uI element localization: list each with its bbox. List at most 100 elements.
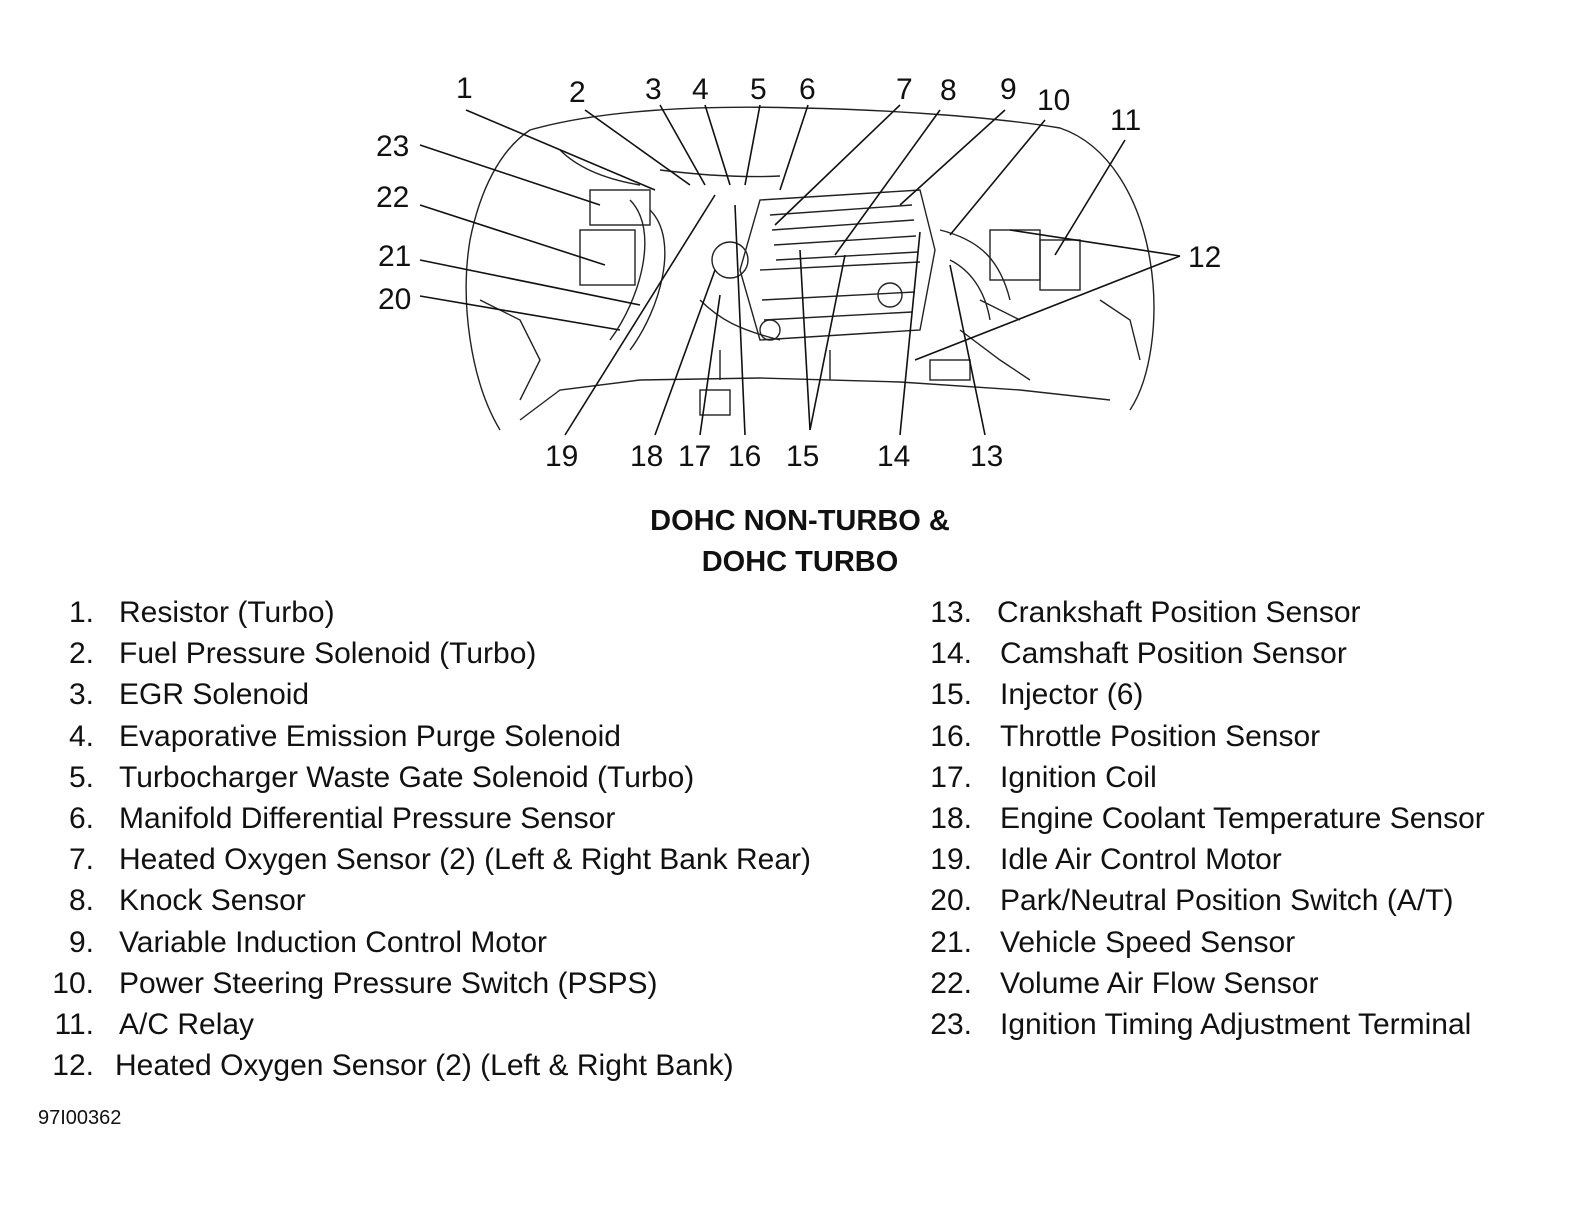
legend-item: 20. Park/Neutral Position Switch (A/T) bbox=[900, 880, 1560, 921]
legend-number: 23. bbox=[930, 1007, 972, 1041]
legend-number: 10. bbox=[52, 966, 94, 1000]
legend-label: Knock Sensor bbox=[119, 884, 306, 918]
legend-item: 15. Injector (6) bbox=[900, 674, 1560, 715]
legend-label: Power Steering Pressure Switch (PSPS) bbox=[119, 966, 658, 1000]
callout-19: 19 bbox=[545, 440, 578, 473]
callout-23: 23 bbox=[376, 130, 409, 163]
figure-id: 97I00362 bbox=[38, 1107, 122, 1129]
callout-2: 2 bbox=[569, 76, 586, 109]
callout-6: 6 bbox=[799, 73, 816, 106]
legend-label: Heated Oxygen Sensor (2) (Left & Right B… bbox=[119, 843, 811, 877]
legend-number: 16. bbox=[930, 719, 972, 753]
legend-number: 12. bbox=[52, 1049, 94, 1083]
diagram-title-line-1: DOHC NON-TURBO & bbox=[650, 505, 950, 537]
legend-item: 19. Idle Air Control Motor bbox=[900, 839, 1560, 880]
legend-number: 19. bbox=[930, 843, 972, 877]
callout-7: 7 bbox=[896, 73, 913, 106]
callout-17: 17 bbox=[678, 440, 711, 473]
legend-number: 7. bbox=[68, 843, 94, 877]
legend-right-column: 13. Crankshaft Position Sensor 14.Camshaf… bbox=[900, 592, 1560, 1045]
legend-number: 3. bbox=[68, 678, 94, 712]
callout-12: 12 bbox=[1188, 241, 1221, 274]
legend-label: Camshaft Position Sensor bbox=[1000, 637, 1347, 671]
legend-item: 22. Volume Air Flow Sensor bbox=[900, 963, 1560, 1004]
legend-label: Turbocharger Waste Gate Solenoid (Turbo) bbox=[119, 760, 695, 794]
legend-label: Heated Oxygen Sensor (2) (Left & Right B… bbox=[115, 1049, 734, 1083]
legend-number: 2. bbox=[68, 637, 94, 671]
legend-label: Fuel Pressure Solenoid (Turbo) bbox=[119, 637, 537, 671]
legend-label: Idle Air Control Motor bbox=[1000, 843, 1282, 877]
callout-15: 15 bbox=[786, 440, 819, 473]
legend-number: 6. bbox=[68, 801, 94, 835]
legend-item: 9. Variable Induction Control Motor bbox=[0, 922, 900, 963]
legend-label: Resistor (Turbo) bbox=[119, 596, 335, 629]
legend-number: 5. bbox=[68, 760, 94, 794]
legend-number: 21. bbox=[930, 925, 972, 959]
legend-item: 17. Ignition Coil bbox=[900, 757, 1560, 798]
legend-item: 5. Turbocharger Waste Gate Solenoid (Turb… bbox=[0, 757, 900, 798]
legend-label: EGR Solenoid bbox=[119, 678, 310, 712]
engine-compartment-diagram: 1 2 3 4 5 6 7 8 9 10 11 12 13 14 15 16 1… bbox=[376, 72, 1221, 473]
legend-label: A/C Relay bbox=[119, 1007, 255, 1041]
diagram-title-line-2: DOHC TURBO bbox=[701, 546, 899, 578]
legend-item: 7. Heated Oxygen Sensor (2) (Left & Right… bbox=[0, 839, 900, 880]
callout-13: 13 bbox=[970, 440, 1003, 473]
callout-3: 3 bbox=[645, 73, 662, 106]
callout-11: 11 bbox=[1110, 104, 1141, 137]
legend-label: Park/Neutral Position Switch (A/T) bbox=[1000, 884, 1454, 918]
legend-item: 14.Camshaft Position Sensor bbox=[900, 633, 1560, 674]
legend-item: 10. Power Steering Pressure Switch (PSPS) bbox=[0, 963, 900, 1004]
callout-9: 9 bbox=[1000, 73, 1017, 106]
legend-label: Throttle Position Sensor bbox=[1000, 719, 1321, 753]
callout-18: 18 bbox=[630, 440, 663, 473]
legend-number: 8. bbox=[68, 884, 94, 918]
callout-numbers: 1 2 3 4 5 6 7 8 9 10 11 12 13 14 15 16 1… bbox=[376, 72, 1221, 473]
legend-item: 4. Evaporative Emission Purge Solenoid bbox=[0, 716, 900, 757]
callout-leader-lines bbox=[419, 104, 1181, 436]
legend-label: Variable Induction Control Motor bbox=[119, 925, 547, 959]
legend-number: 9. bbox=[68, 925, 94, 959]
legend-number: 11. bbox=[54, 1007, 94, 1041]
legend-item: 16. Throttle Position Sensor bbox=[900, 716, 1560, 757]
legend-number: 15. bbox=[930, 678, 972, 712]
callout-21: 21 bbox=[378, 240, 411, 273]
legend-item: 18. Engine Coolant Temperature Sensor bbox=[900, 798, 1560, 839]
engine-drawing bbox=[465, 106, 1155, 431]
callout-5: 5 bbox=[750, 73, 767, 106]
legend-number: 18. bbox=[930, 801, 972, 835]
legend-item: 1. Resistor (Turbo) bbox=[0, 592, 900, 633]
legend-item: 6. Manifold Differential Pressure Sensor bbox=[0, 798, 900, 839]
callout-1: 1 bbox=[456, 72, 473, 105]
legend-label: Manifold Differential Pressure Sensor bbox=[119, 801, 616, 835]
legend-label: Ignition Timing Adjustment Terminal bbox=[1000, 1007, 1472, 1041]
legend-item: 23. Ignition Timing Adjustment Terminal bbox=[900, 1004, 1560, 1045]
legend-item: 21. Vehicle Speed Sensor bbox=[900, 922, 1560, 963]
legend-number: 20. bbox=[930, 884, 972, 918]
callout-20: 20 bbox=[378, 283, 411, 316]
legend-number: 22. bbox=[930, 966, 972, 1000]
callout-4: 4 bbox=[692, 73, 709, 106]
legend-label: Evaporative Emission Purge Solenoid bbox=[119, 719, 621, 753]
legend-label: Ignition Coil bbox=[1000, 760, 1157, 794]
legend-number: 1. bbox=[68, 596, 94, 629]
legend-item: 11. A/C Relay bbox=[0, 1004, 900, 1045]
legend-item: 3. EGR Solenoid bbox=[0, 674, 900, 715]
legend-label: Injector (6) bbox=[1000, 678, 1144, 712]
callout-10: 10 bbox=[1037, 84, 1070, 117]
legend-number: 17. bbox=[930, 760, 972, 794]
legend-label: Vehicle Speed Sensor bbox=[1000, 925, 1296, 959]
callout-14: 14 bbox=[877, 440, 910, 473]
callout-22: 22 bbox=[376, 181, 409, 214]
callout-8: 8 bbox=[940, 74, 957, 107]
legend-item: 2. Fuel Pressure Solenoid (Turbo) bbox=[0, 633, 900, 674]
legend-label: Volume Air Flow Sensor bbox=[1000, 966, 1319, 1000]
legend-label: Engine Coolant Temperature Sensor bbox=[1000, 801, 1485, 835]
legend-item: 12. Heated Oxygen Sensor (2) (Left & Righ… bbox=[0, 1045, 900, 1086]
legend-number: 13. bbox=[930, 596, 972, 629]
legend-number: 4. bbox=[68, 719, 94, 753]
legend-left-column: 1. Resistor (Turbo) 2. Fuel Pressure Solen… bbox=[0, 592, 900, 1086]
legend-item: 8. Knock Sensor bbox=[0, 880, 900, 921]
callout-16: 16 bbox=[728, 440, 761, 473]
legend-item: 13. Crankshaft Position Sensor bbox=[900, 592, 1560, 633]
legend-label: Crankshaft Position Sensor bbox=[997, 596, 1361, 629]
